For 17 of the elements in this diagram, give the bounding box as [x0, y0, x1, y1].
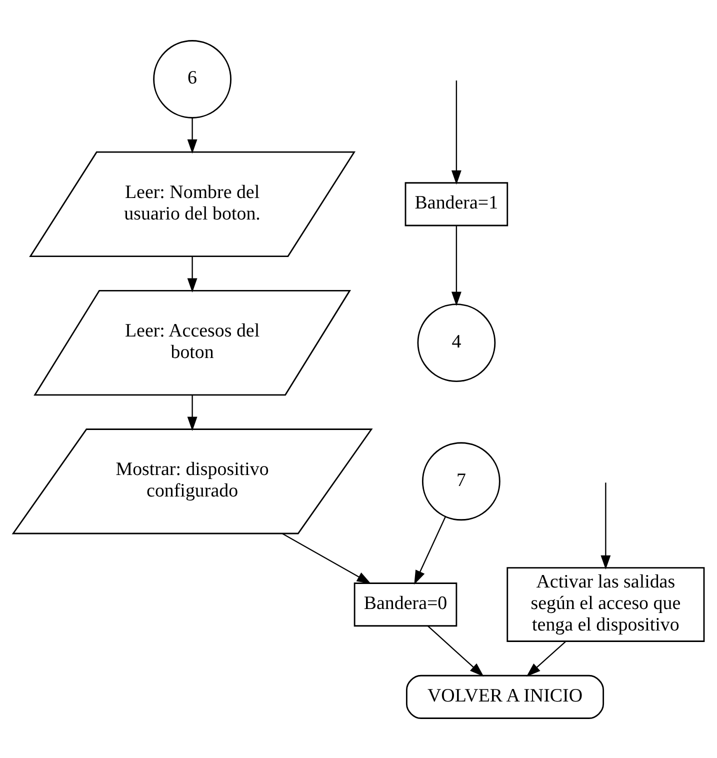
node-box: VOLVER A INICIO [406, 674, 604, 718]
node-circle: 4 [417, 303, 496, 382]
node-box: Activar las salidas según el acceso que tenga el dispositivo [506, 566, 705, 642]
arrow [187, 117, 198, 154]
arrow [526, 640, 566, 676]
arrow [451, 226, 462, 306]
arrow [451, 80, 462, 184]
arrow [187, 256, 198, 292]
node-box: Bandera=1 [404, 182, 508, 226]
node-box: Bandera=0 [354, 582, 458, 626]
arrow [428, 625, 484, 676]
arrow [187, 394, 198, 431]
node-circle: 6 [153, 40, 232, 118]
node-circle: 7 [422, 442, 500, 520]
arrow [282, 532, 372, 584]
arrow [414, 516, 446, 584]
arrow [600, 482, 611, 570]
